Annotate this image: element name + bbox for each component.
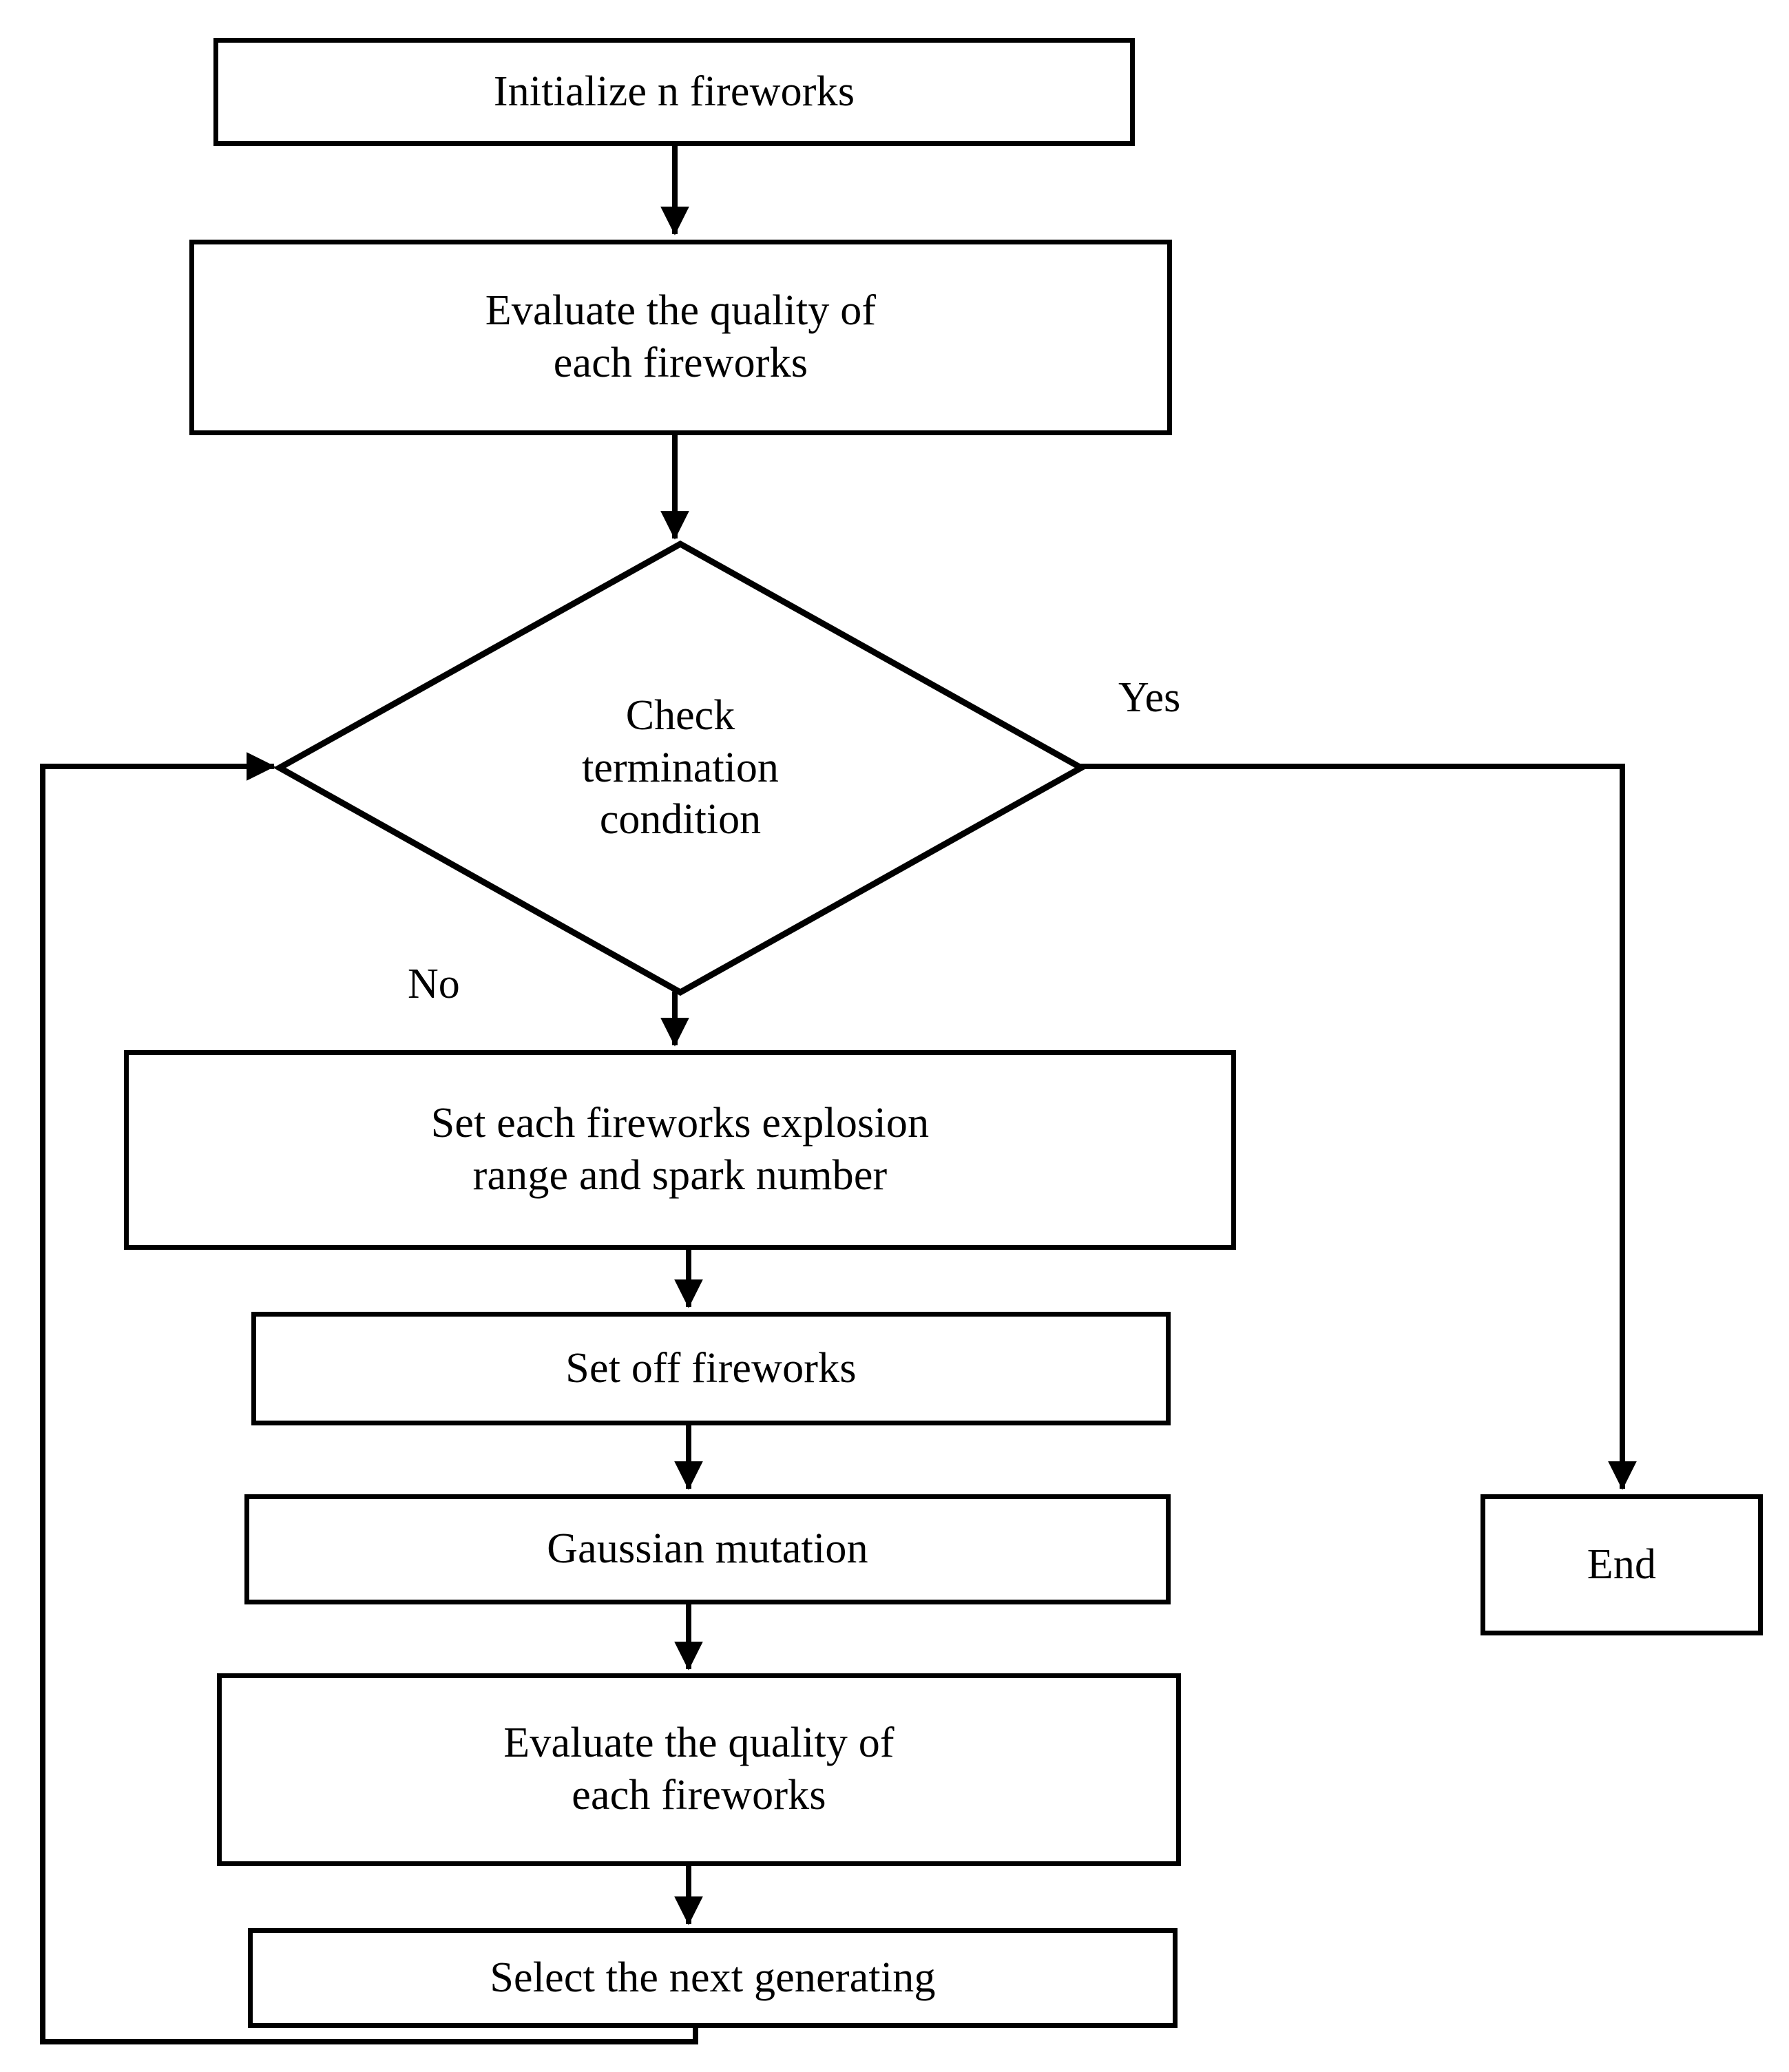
node-set-explosion-label: Set each fireworks explosion range and s…: [430, 1100, 930, 1199]
node-initialize-label: Initialize n fireworks: [493, 67, 855, 115]
node-initialize-n-fireworks[interactable]: Initialize n fireworks: [213, 38, 1135, 146]
node-gaussian-mutation[interactable]: Gaussian mutation: [244, 1494, 1171, 1604]
node-select-next-generating-label: Select the next generating: [490, 1954, 936, 2001]
node-select-next-generating[interactable]: Select the next generating: [248, 1928, 1178, 2028]
edge-label-no-text: No: [408, 961, 460, 1007]
node-evaluate-quality-top[interactable]: Evaluate the quality of each fireworks: [189, 240, 1172, 435]
node-gaussian-mutation-label: Gaussian mutation: [547, 1525, 868, 1573]
edge-label-yes: Yes: [1118, 676, 1180, 719]
node-set-explosion-range[interactable]: Set each fireworks explosion range and s…: [124, 1050, 1236, 1250]
edge-check-yes-to-end: [1080, 764, 1637, 1490]
edge-select-next-loopback: [40, 752, 698, 2044]
node-evaluate-quality-top-label: Evaluate the quality of each fireworks: [485, 287, 877, 386]
node-evaluate-quality-bottom[interactable]: Evaluate the quality of each fireworks: [217, 1673, 1181, 1866]
decision-diamond-shape: [273, 540, 1088, 996]
node-check-termination-condition[interactable]: Check termination condition: [273, 539, 1088, 997]
node-end-label: End: [1587, 1540, 1657, 1588]
node-end[interactable]: End: [1481, 1494, 1763, 1635]
node-set-off-fireworks-label: Set off fireworks: [565, 1344, 857, 1392]
edge-label-yes-text: Yes: [1118, 674, 1181, 721]
node-evaluate-quality-bottom-label: Evaluate the quality of each fireworks: [503, 1719, 894, 1819]
edge-label-no: No: [408, 963, 460, 1005]
node-set-off-fireworks[interactable]: Set off fireworks: [251, 1312, 1171, 1425]
